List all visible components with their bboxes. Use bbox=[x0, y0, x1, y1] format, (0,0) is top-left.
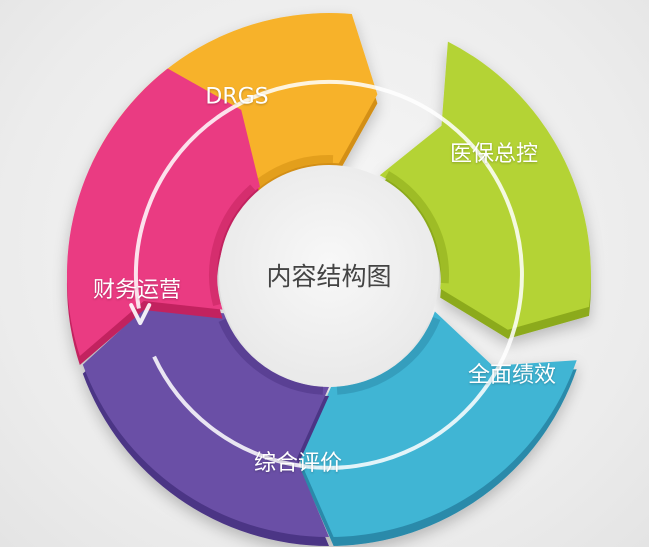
segment-bevel-medical-insurance bbox=[384, 171, 449, 284]
segment-bevel-performance bbox=[336, 316, 441, 395]
ring-segments bbox=[66, 13, 591, 546]
segment-bevel-finance bbox=[209, 184, 256, 307]
segment-performance bbox=[299, 311, 577, 537]
segment-label-evaluation: 综合评价 bbox=[253, 451, 343, 476]
segment-label-performance: 全面绩效 bbox=[467, 363, 557, 388]
center-title: 内容结构图 bbox=[266, 262, 392, 291]
segment-bevel-evaluation bbox=[218, 318, 324, 395]
flow-circle-line bbox=[133, 79, 524, 470]
center-hole bbox=[219, 165, 439, 385]
segment-medical-insurance bbox=[379, 41, 591, 330]
flow-arrow bbox=[129, 79, 524, 470]
flow-arrowhead-icon bbox=[129, 303, 152, 326]
segment-label-finance: 财务运营 bbox=[92, 278, 182, 303]
segment-label-medical-insurance: 医保总控 bbox=[449, 142, 539, 167]
segment-label-drgs: DRGS bbox=[205, 84, 269, 110]
